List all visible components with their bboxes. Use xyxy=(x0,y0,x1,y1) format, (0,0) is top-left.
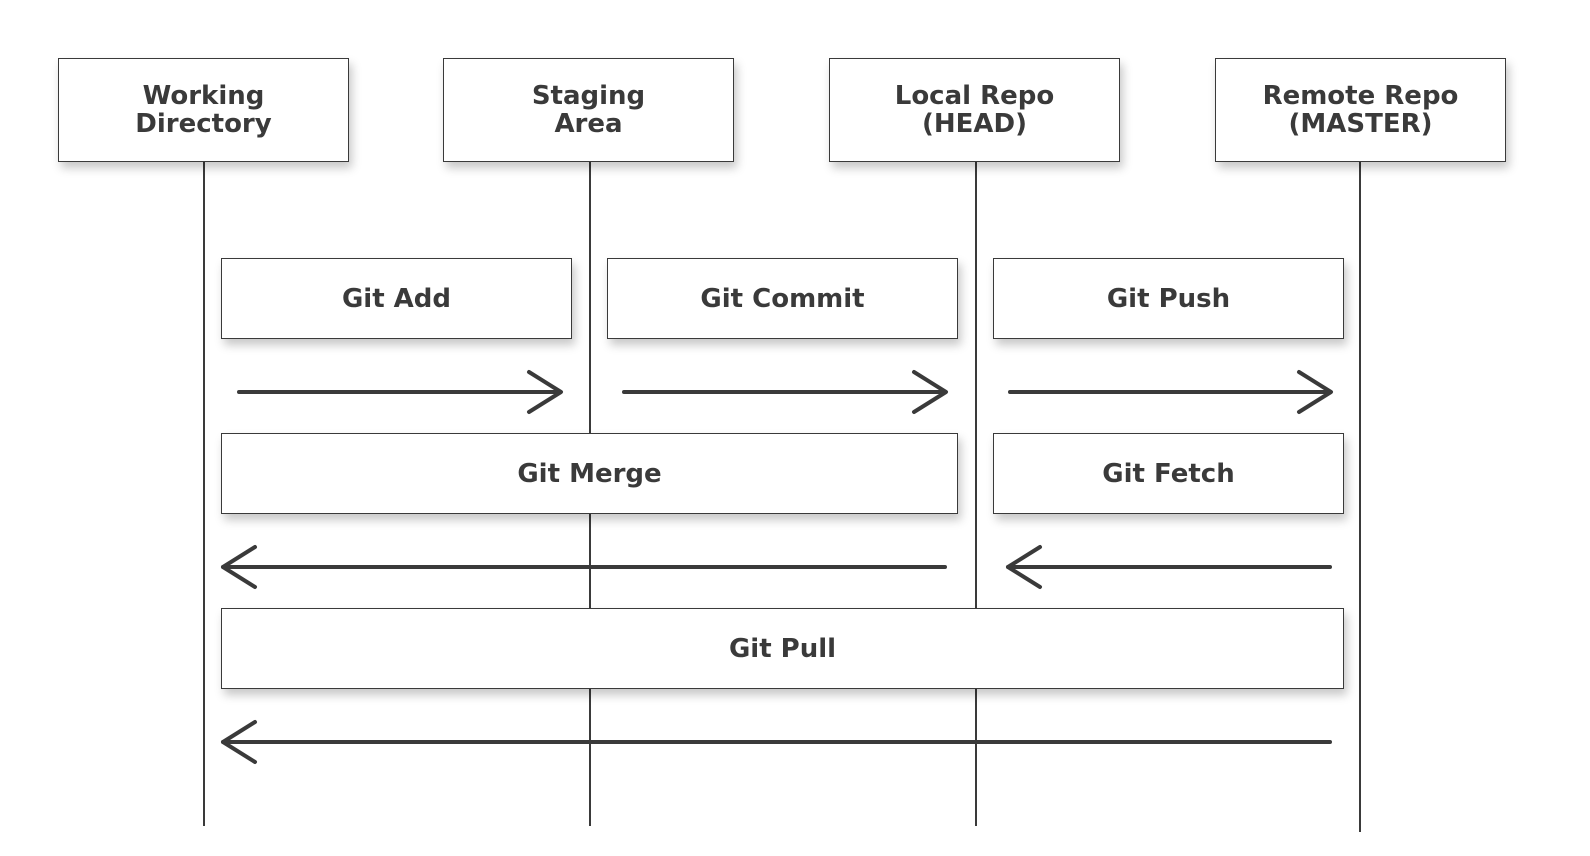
git-add-box: Git Add xyxy=(221,258,572,339)
git-push-label: Git Push xyxy=(1106,283,1231,314)
git-pull-label: Git Pull xyxy=(728,633,837,664)
git-fetch-arrow-left xyxy=(1006,545,1332,589)
git-add-arrow-right xyxy=(237,370,563,414)
git-commit-arrow-right xyxy=(622,370,948,414)
git-fetch-box: Git Fetch xyxy=(993,433,1344,514)
lifeline-local-repo xyxy=(975,160,977,826)
staging-area-box: Staging Area xyxy=(443,58,734,162)
git-push-box: Git Push xyxy=(993,258,1344,339)
working-directory-box: Working Directory xyxy=(58,58,349,162)
staging-area-label-line1: Staging xyxy=(531,81,646,111)
local-repo-label-line1: Local Repo xyxy=(894,81,1055,111)
lifeline-working-directory xyxy=(203,160,205,826)
staging-area-label-line2: Area xyxy=(554,109,623,139)
lifeline-remote-repo xyxy=(1359,160,1361,832)
remote-repo-label-line1: Remote Repo xyxy=(1262,81,1459,111)
working-directory-label-line2: Directory xyxy=(135,109,272,139)
git-merge-arrow-left xyxy=(221,545,947,589)
remote-repo-label-line2: (MASTER) xyxy=(1288,109,1433,139)
git-commit-box: Git Commit xyxy=(607,258,958,339)
git-commit-label: Git Commit xyxy=(700,283,865,314)
git-add-label: Git Add xyxy=(341,283,452,314)
git-merge-label: Git Merge xyxy=(517,458,662,489)
working-directory-label-line1: Working xyxy=(142,81,265,111)
local-repo-box: Local Repo (HEAD) xyxy=(829,58,1120,162)
remote-repo-box: Remote Repo (MASTER) xyxy=(1215,58,1506,162)
git-merge-box: Git Merge xyxy=(221,433,958,514)
git-pull-box: Git Pull xyxy=(221,608,1344,689)
local-repo-label-line2: (HEAD) xyxy=(922,109,1027,139)
git-push-arrow-right xyxy=(1008,370,1333,414)
git-fetch-label: Git Fetch xyxy=(1102,458,1235,489)
git-pull-arrow-left xyxy=(221,720,1332,764)
